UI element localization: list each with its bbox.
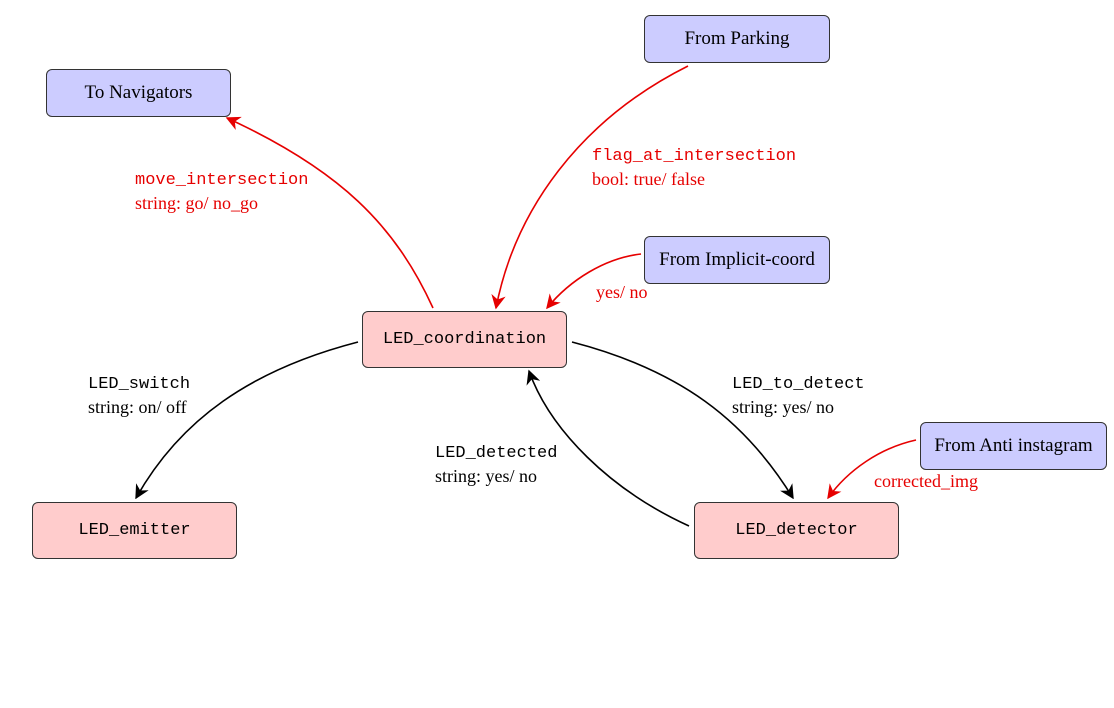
label-led-detected-topic: LED_detected xyxy=(435,444,558,463)
node-from-anti-instagram: From Anti instagram xyxy=(920,422,1107,470)
node-from-parking: From Parking xyxy=(644,15,830,63)
node-from-implicit-coord: From Implicit-coord xyxy=(644,236,830,284)
label-led-to-detect-type: string: yes/ no xyxy=(732,397,834,417)
node-led-emitter: LED_emitter xyxy=(32,502,237,559)
node-to-navigators: To Navigators xyxy=(46,69,231,117)
label-led-switch: LED_switch string: on/ off xyxy=(88,374,190,418)
edge-led-switch xyxy=(135,341,359,500)
edge-anti-instagram xyxy=(827,439,917,500)
label-led-detected-type: string: yes/ no xyxy=(435,466,537,486)
label-move-intersection: move_intersection string: go/ no_go xyxy=(135,170,308,214)
label-move-intersection-topic: move_intersection xyxy=(135,171,309,190)
label-implicit-coord: yes/ no xyxy=(596,282,648,302)
edge-led-to-detect xyxy=(571,341,794,500)
label-led-switch-type: string: on/ off xyxy=(88,397,187,417)
node-led-detector: LED_detector xyxy=(694,502,899,559)
label-flag-at-intersection: flag_at_intersection bool: true/ false xyxy=(592,146,796,190)
label-flag-at-intersection-topic: flag_at_intersection xyxy=(592,147,797,166)
label-move-intersection-type: string: go/ no_go xyxy=(135,193,259,213)
label-led-switch-topic: LED_switch xyxy=(88,375,191,394)
label-flag-at-intersection-type: bool: true/ false xyxy=(592,169,705,189)
edge-implicit-coord xyxy=(546,253,642,310)
label-led-to-detect: LED_to_detect string: yes/ no xyxy=(732,374,865,418)
node-led-coordination: LED_coordination xyxy=(362,311,567,368)
edge-led-detected xyxy=(526,369,690,527)
edge-flag-at-intersection xyxy=(491,65,689,310)
label-led-to-detect-topic: LED_to_detect xyxy=(732,375,865,394)
label-led-detected: LED_detected string: yes/ no xyxy=(435,443,557,487)
edge-move-intersection xyxy=(225,116,434,309)
label-anti-instagram: corrected_img xyxy=(874,471,978,491)
